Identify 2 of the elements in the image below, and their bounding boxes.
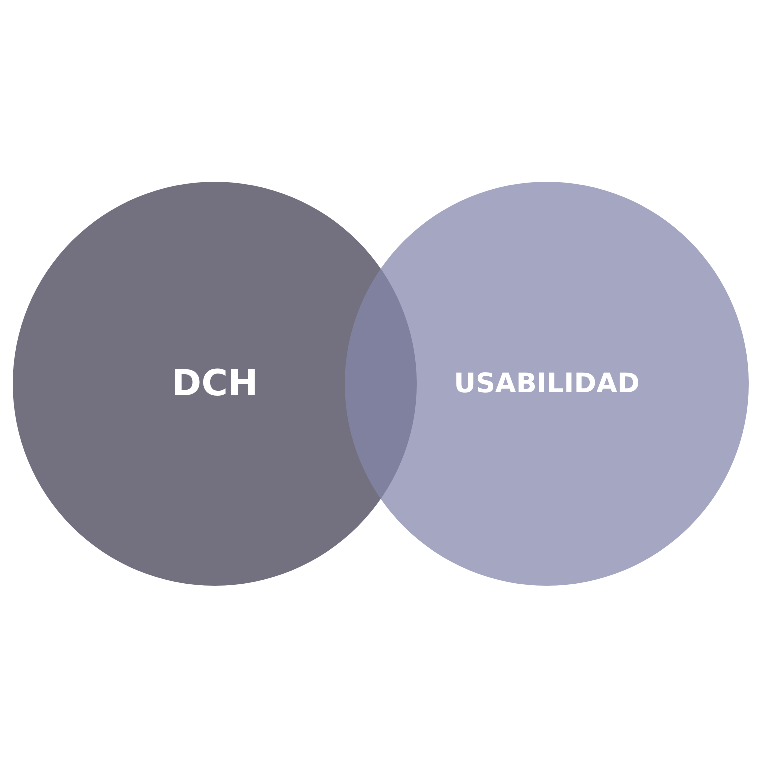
circle-label: USABILIDAD — [453, 368, 641, 400]
circle-label: DCH — [170, 364, 260, 404]
